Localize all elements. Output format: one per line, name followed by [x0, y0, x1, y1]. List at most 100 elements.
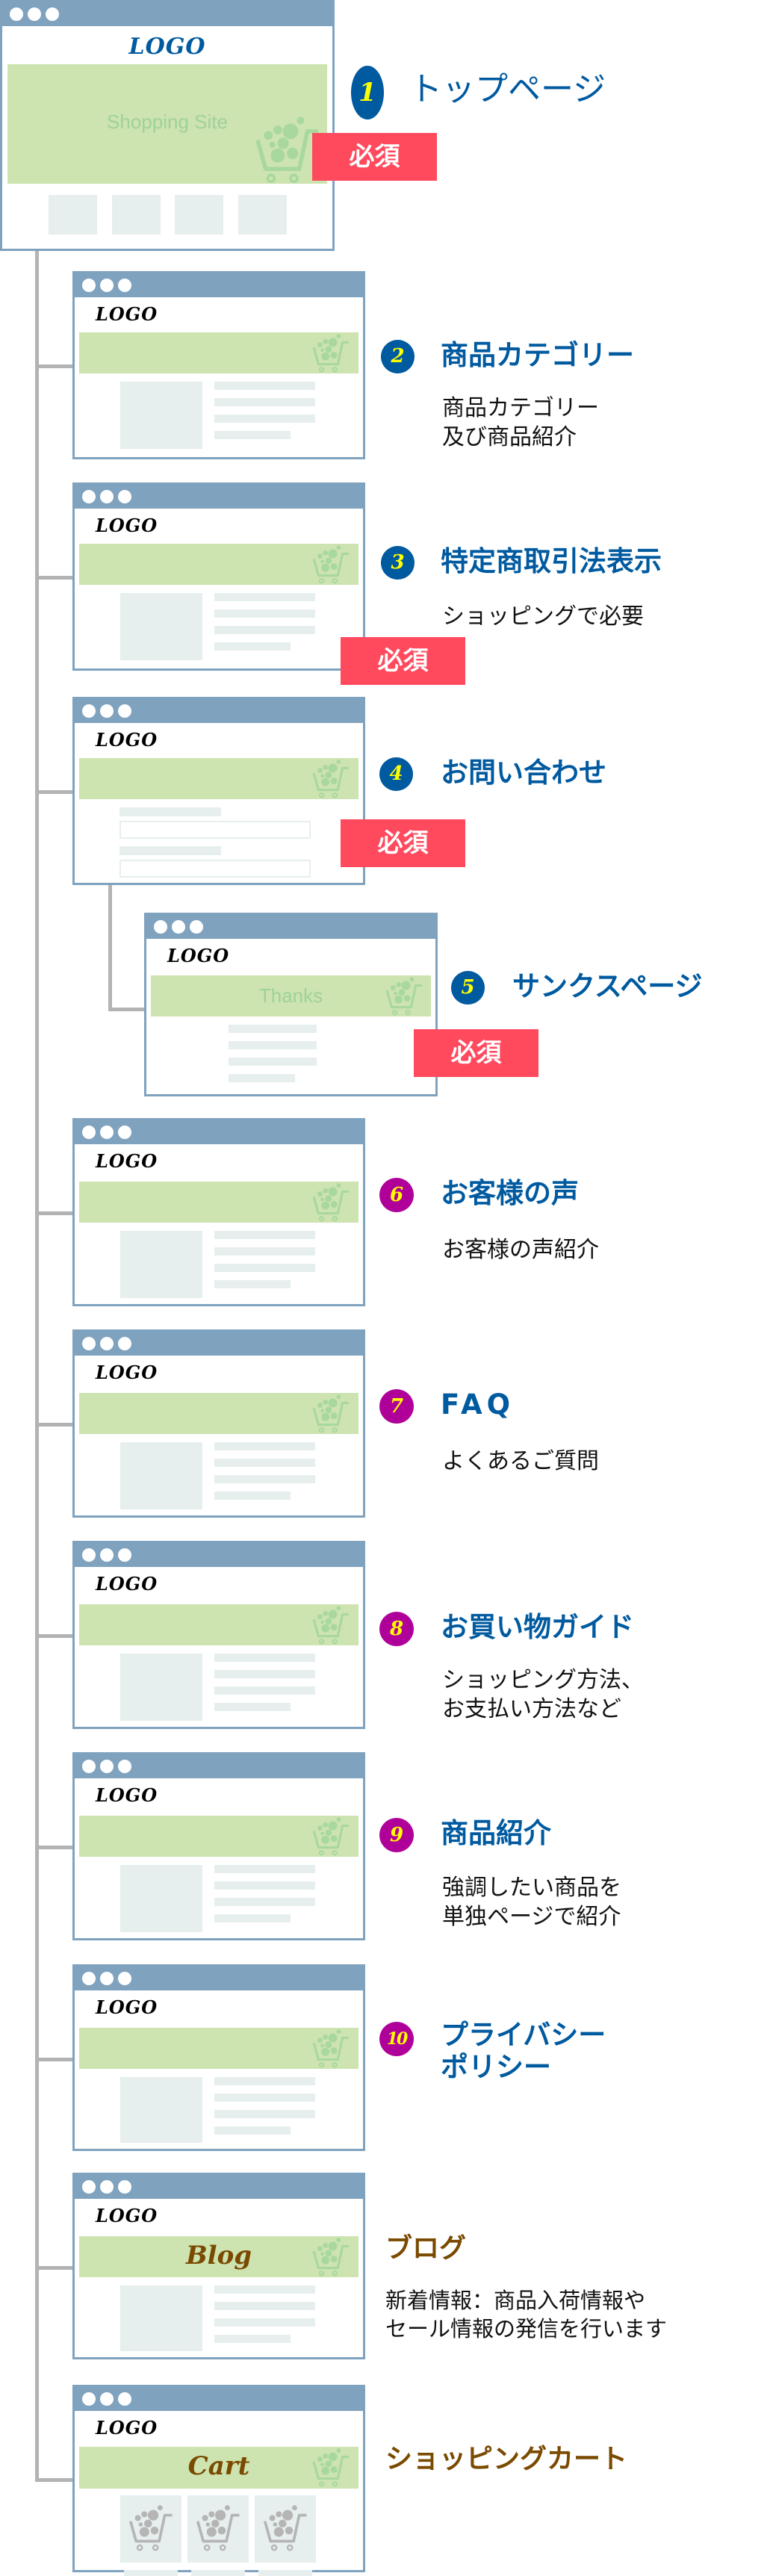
tree-branch-8	[35, 1634, 74, 1638]
number-badge-9: 9	[379, 1818, 414, 1852]
cart-icon	[309, 1606, 353, 1645]
tree-branch-3	[35, 576, 74, 580]
number-badge-7: 7	[379, 1389, 414, 1424]
page-thumbnail-top: LOGO Shopping Site	[0, 0, 335, 251]
page-title-cart: ショッピングカート	[385, 2444, 628, 2474]
tree-branch-6	[35, 1211, 74, 1215]
number-badge-4: 4	[379, 757, 413, 791]
thumbnail-block	[112, 195, 161, 235]
page-thumbnail-thanks: LOGO Thanks	[144, 913, 438, 1096]
logo: LOGO	[96, 515, 158, 536]
tree-branch-cart	[35, 2478, 74, 2482]
page-thumbnail-blog: LOGO Blog	[72, 2173, 365, 2359]
tree-branch-2	[35, 364, 74, 368]
page-title-blog: ブログ	[385, 2233, 467, 2264]
page-thumbnail-tokushoho: LOGO	[72, 482, 365, 671]
cart-icon	[309, 2448, 353, 2487]
number-badge-10: 10	[379, 2022, 414, 2056]
required-badge: 必須	[312, 133, 437, 181]
thumbnail-block	[175, 195, 223, 235]
form-label	[119, 846, 221, 855]
page-description: ショッピングで必要	[442, 603, 644, 630]
page-thumbnail-category: LOGO	[72, 271, 365, 459]
page-description: 商品カテゴリー 及び商品紹介	[442, 395, 599, 450]
banner	[79, 1604, 358, 1645]
tree-branch-4	[35, 790, 74, 794]
cart-icon	[262, 2501, 308, 2555]
banner	[79, 332, 358, 373]
number-badge-6: 6	[379, 1178, 414, 1212]
page-thumbnail-contact: LOGO	[72, 697, 365, 885]
page-title-tokushoho: 特定商取引法表示	[441, 545, 662, 577]
logo: LOGO	[167, 945, 230, 966]
logo: LOGO	[96, 1784, 158, 1806]
page-description: お客様の声紹介	[442, 1237, 599, 1263]
number-badge-5: 5	[451, 971, 485, 1005]
page-title-top: トップページ	[409, 70, 606, 108]
banner-text: Blog	[185, 2241, 252, 2271]
banner	[79, 2028, 358, 2069]
banner	[79, 1393, 358, 1434]
cart-icon	[309, 760, 353, 798]
banner: Cart	[79, 2447, 358, 2489]
product-card	[187, 2495, 249, 2563]
logo: LOGO	[96, 303, 158, 325]
page-title-product: 商品紹介	[441, 1817, 551, 1849]
page-title-category: 商品カテゴリー	[441, 339, 634, 371]
logo: LOGO	[96, 2417, 158, 2439]
cart-icon	[195, 2501, 241, 2555]
cart-icon	[309, 1817, 353, 1856]
page-description: ショッピング方法、 お支払い方法など	[442, 1667, 644, 1722]
tree-subtrunk-line	[108, 885, 112, 1011]
cart-icon	[382, 977, 426, 1016]
page-title-guide: お買い物ガイド	[441, 1611, 634, 1643]
cart-icon	[128, 2501, 174, 2555]
product-card	[255, 2495, 316, 2563]
form-input	[119, 821, 311, 839]
product-card	[120, 2495, 181, 2563]
thumbnail-block	[238, 195, 287, 235]
required-badge: 必須	[414, 1029, 538, 1077]
number-badge-2: 2	[381, 340, 415, 373]
number-badge-3: 3	[381, 546, 415, 580]
banner: Thanks	[151, 975, 431, 1017]
page-thumbnail-privacy: LOGO	[72, 1964, 365, 2151]
banner	[79, 1816, 358, 1857]
form-input	[119, 860, 311, 878]
number-badge-1: 1	[351, 66, 384, 120]
hero-banner: Shopping Site	[7, 64, 327, 184]
tree-branch-10	[35, 2058, 74, 2061]
cart-icon	[309, 334, 353, 373]
logo: LOGO	[96, 1573, 158, 1595]
tree-trunk-line	[35, 250, 39, 2482]
tree-branch-blog	[35, 2266, 74, 2270]
banner-text: Shopping Site	[107, 111, 228, 133]
banner-text: Thanks	[258, 984, 323, 1007]
cart-icon	[309, 2238, 353, 2276]
page-title-faq: FAQ	[441, 1388, 515, 1421]
window-titlebar	[2, 2, 332, 26]
tree-branch-9	[35, 1846, 74, 1849]
cart-icon	[309, 2029, 353, 2068]
cart-icon	[309, 1183, 353, 1222]
page-thumbnail-guide: LOGO	[72, 1541, 365, 1729]
page-thumbnail-cart: LOGO Cart	[72, 2385, 365, 2576]
page-thumbnail-faq: LOGO	[72, 1329, 365, 1518]
page-thumbnail-product: LOGO	[72, 1752, 365, 1940]
cart-icon	[309, 545, 353, 584]
cart-icon	[309, 1394, 353, 1433]
tree-branch-5	[108, 1008, 146, 1011]
number-badge-8: 8	[379, 1612, 414, 1646]
banner	[79, 544, 358, 585]
banner	[79, 758, 358, 799]
banner: Blog	[79, 2236, 358, 2277]
page-title-contact: お問い合わせ	[441, 757, 606, 789]
form-label	[119, 807, 221, 816]
page-description: 強調したい商品を 単独ページで紹介	[442, 1875, 621, 1930]
page-description: よくあるご質問	[442, 1448, 599, 1474]
required-badge: 必須	[341, 637, 465, 685]
tree-branch-7	[35, 1423, 74, 1427]
logo: LOGO	[96, 729, 158, 751]
logo: LOGO	[128, 34, 206, 60]
thumbnail-block	[49, 195, 97, 235]
